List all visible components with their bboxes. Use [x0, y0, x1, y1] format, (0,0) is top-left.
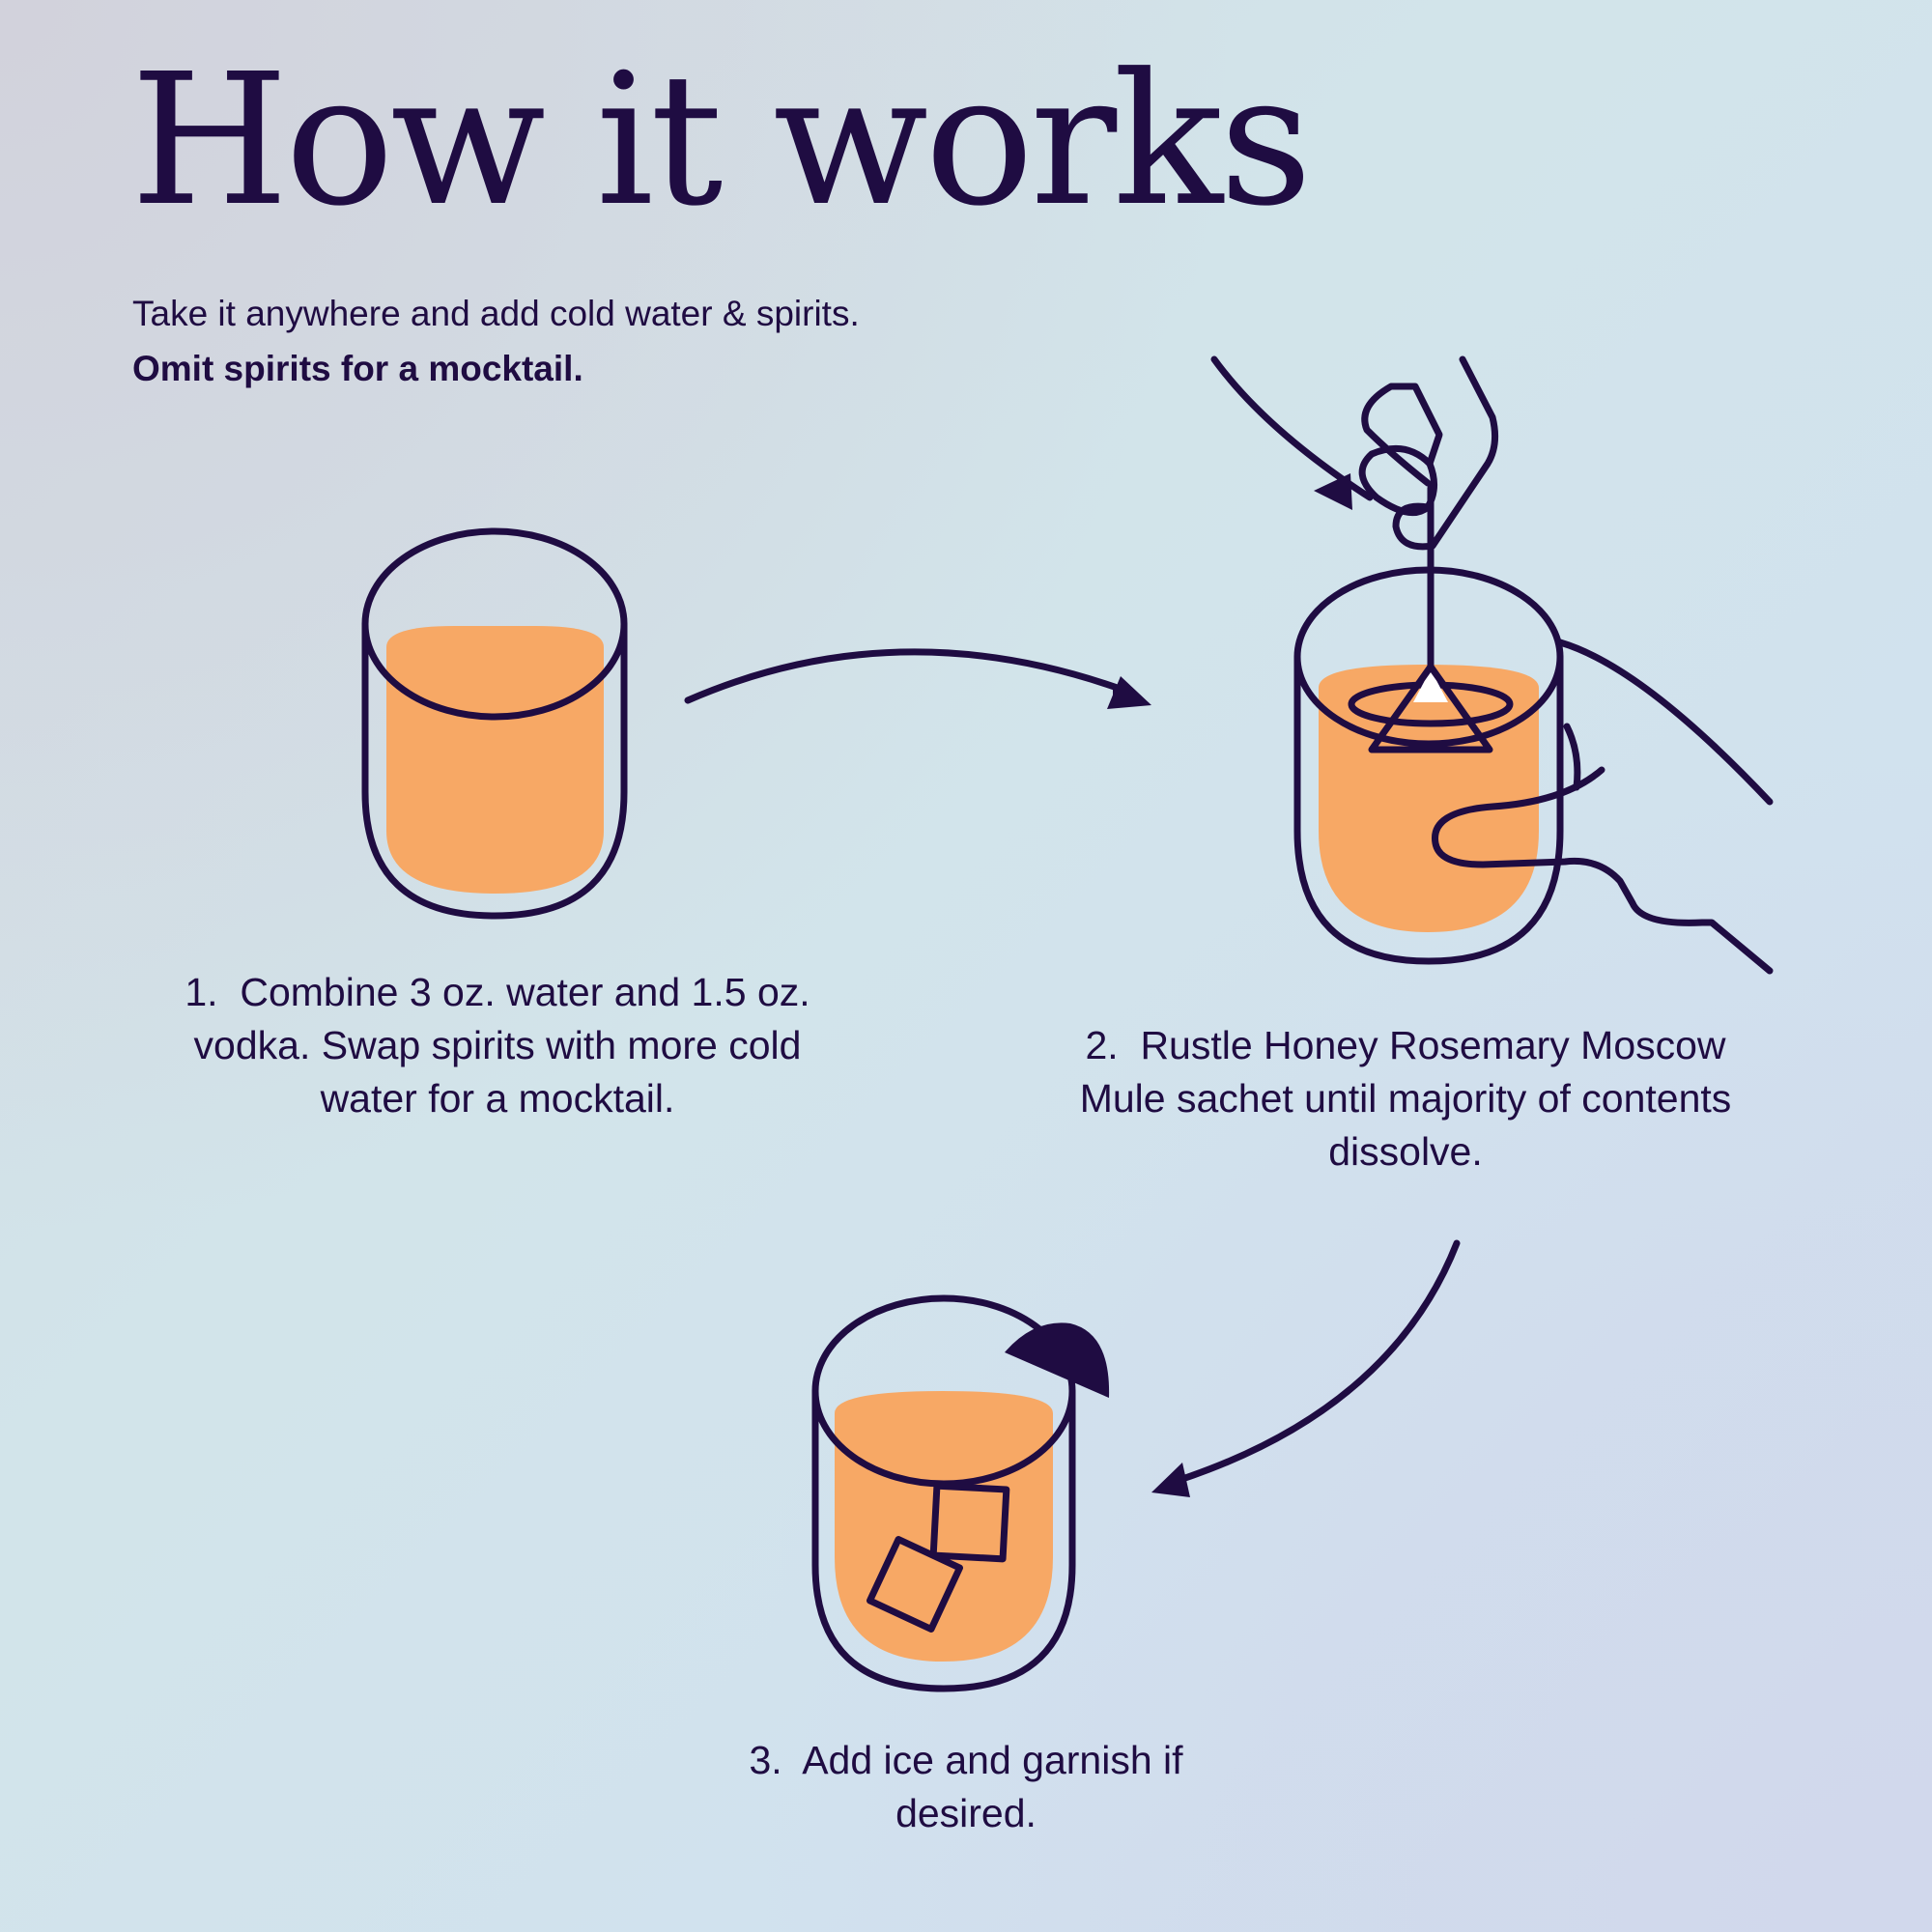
step-2-number: 2. — [1085, 1023, 1119, 1067]
subtitle: Take it anywhere and add cold water & sp… — [132, 286, 867, 396]
step-2-text: 2. Rustle Honey Rosemary Moscow Mule sac… — [1072, 1019, 1739, 1179]
step-3-number: 3. — [749, 1738, 782, 1782]
glass-icon — [361, 527, 628, 920]
step-1-description: Combine 3 oz. water and 1.5 oz. vodka. S… — [193, 970, 810, 1121]
subtitle-bold: Omit spirits for a mocktail. — [132, 349, 583, 388]
step-3-description: Add ice and garnish if desired. — [802, 1738, 1183, 1835]
step-1-number: 1. — [185, 970, 218, 1014]
arrow-down-left-icon — [1151, 1239, 1461, 1497]
arrow-right-icon — [684, 648, 1151, 709]
glass-with-ice-and-garnish-icon — [811, 1294, 1110, 1692]
step-2-description: Rustle Honey Rosemary Moscow Mule sachet… — [1079, 1023, 1732, 1174]
subtitle-regular: Take it anywhere and add cold water & sp… — [132, 294, 860, 333]
hand-stirring-sachet-icon — [1210, 355, 1774, 975]
step-1-text: 1. Combine 3 oz. water and 1.5 oz. vodka… — [155, 966, 840, 1125]
page-title: How it works — [130, 35, 1313, 246]
step-3-text: 3. Add ice and garnish if desired. — [734, 1734, 1198, 1840]
